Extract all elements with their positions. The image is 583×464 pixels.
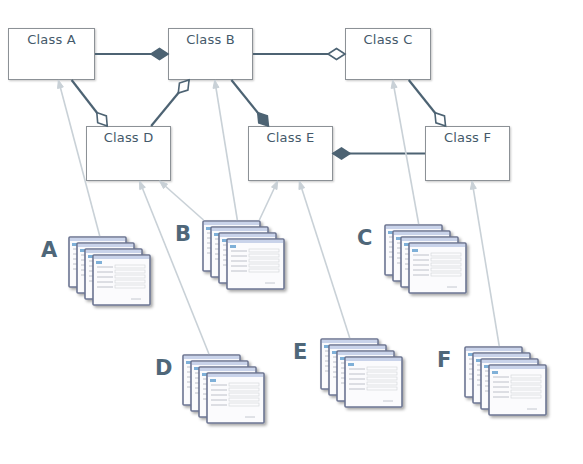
arrow-head [391,80,397,88]
connector-line [72,80,108,126]
composition-diamond [333,148,350,159]
class-box: Class F [425,126,510,181]
screenshot-cards [384,224,466,294]
connector-line [160,181,204,220]
screenshot-cards [68,236,150,306]
class-box: Class A [8,28,95,80]
class-name: Class F [426,127,509,145]
screen-stack: F [464,346,546,416]
screenshot-card [227,239,284,289]
class-name: Class B [169,29,252,47]
screen-stack: C [384,224,466,294]
reference-arrow [299,181,350,338]
association-line [151,80,189,126]
screen-stack: A [68,236,150,306]
screenshot-cards [182,354,264,424]
aggregation-diamond [97,113,107,126]
class-name: Class E [249,127,332,145]
class-box: Class C [345,28,431,80]
arrow-head [140,181,146,190]
screenshot-cards [320,338,402,408]
connector-line [140,181,209,354]
composition-diamond [151,49,168,60]
arrow-head [213,80,219,88]
class-name: Class D [87,127,170,145]
connector-line [231,80,268,126]
class-box: Class E [248,126,333,181]
class-name: Class C [346,29,430,47]
reference-arrow [470,181,499,346]
class-name: Class A [9,29,94,47]
arrow-head [160,181,168,189]
association-line [333,148,425,159]
connector-line [472,181,499,346]
class-box: Class B [168,28,253,80]
arrow-head [470,181,476,189]
connector-line [95,53,168,55]
connector-line [58,80,99,236]
screenshot-card [207,373,264,423]
class-box: Class D [86,126,171,181]
screenshot-cards [464,346,546,416]
aggregation-diamond [435,113,446,126]
connector-line [215,80,238,220]
reference-arrow [391,80,419,224]
association-line [409,80,446,126]
reference-arrow [58,80,100,236]
arrow-head [299,181,305,190]
connector-line [333,152,425,154]
connector-line [409,80,446,126]
reference-arrow [160,181,204,220]
composition-diamond [258,113,269,126]
stack-label: C [357,226,372,250]
arrow-head [58,80,64,89]
stack-label: A [41,238,57,262]
stack-label: D [155,356,172,380]
stack-label: B [175,222,191,246]
stack-label: F [437,348,451,372]
aggregation-diamond [178,80,189,93]
association-line [253,49,345,60]
reference-arrow [213,80,237,220]
screenshot-card [345,357,402,407]
screen-stack: E [320,338,402,408]
connector-line [253,53,345,55]
reference-arrow [259,181,277,220]
arrow-head [272,181,278,190]
connector-line [259,181,277,220]
reference-arrow [140,181,209,354]
screenshot-cards [202,220,284,290]
screen-stack: B [202,220,284,290]
stack-label: E [293,340,307,364]
association-line [95,49,168,60]
connector-line [299,181,349,338]
connector-line [393,80,419,224]
connector-line [151,80,189,126]
screenshot-card [489,365,546,415]
screenshot-card [409,243,466,293]
screenshot-card [93,255,150,305]
association-line [72,80,108,126]
association-line [231,80,268,126]
screen-stack: D [182,354,264,424]
aggregation-diamond [328,49,345,60]
